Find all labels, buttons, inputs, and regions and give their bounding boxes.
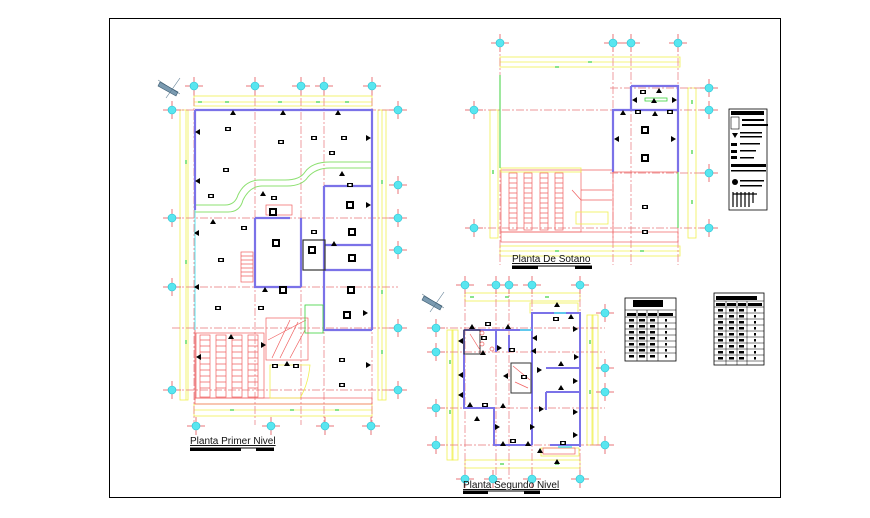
- title-block: [728, 108, 768, 211]
- plan-sotano: [464, 33, 719, 269]
- plan-title-primer-nivel: Planta Primer Nivel: [190, 436, 276, 447]
- schedule-table-2: [713, 292, 765, 366]
- plan-segundo-nivel: [421, 275, 615, 494]
- plan-primer-nivel: [157, 76, 408, 451]
- schedule-table-1: [624, 297, 677, 362]
- plan-title-segundo-nivel: Planta Segundo Nivel: [463, 480, 560, 491]
- plan-title-sotano: Planta De Sotano: [512, 254, 591, 265]
- drawing-frame: [109, 18, 781, 498]
